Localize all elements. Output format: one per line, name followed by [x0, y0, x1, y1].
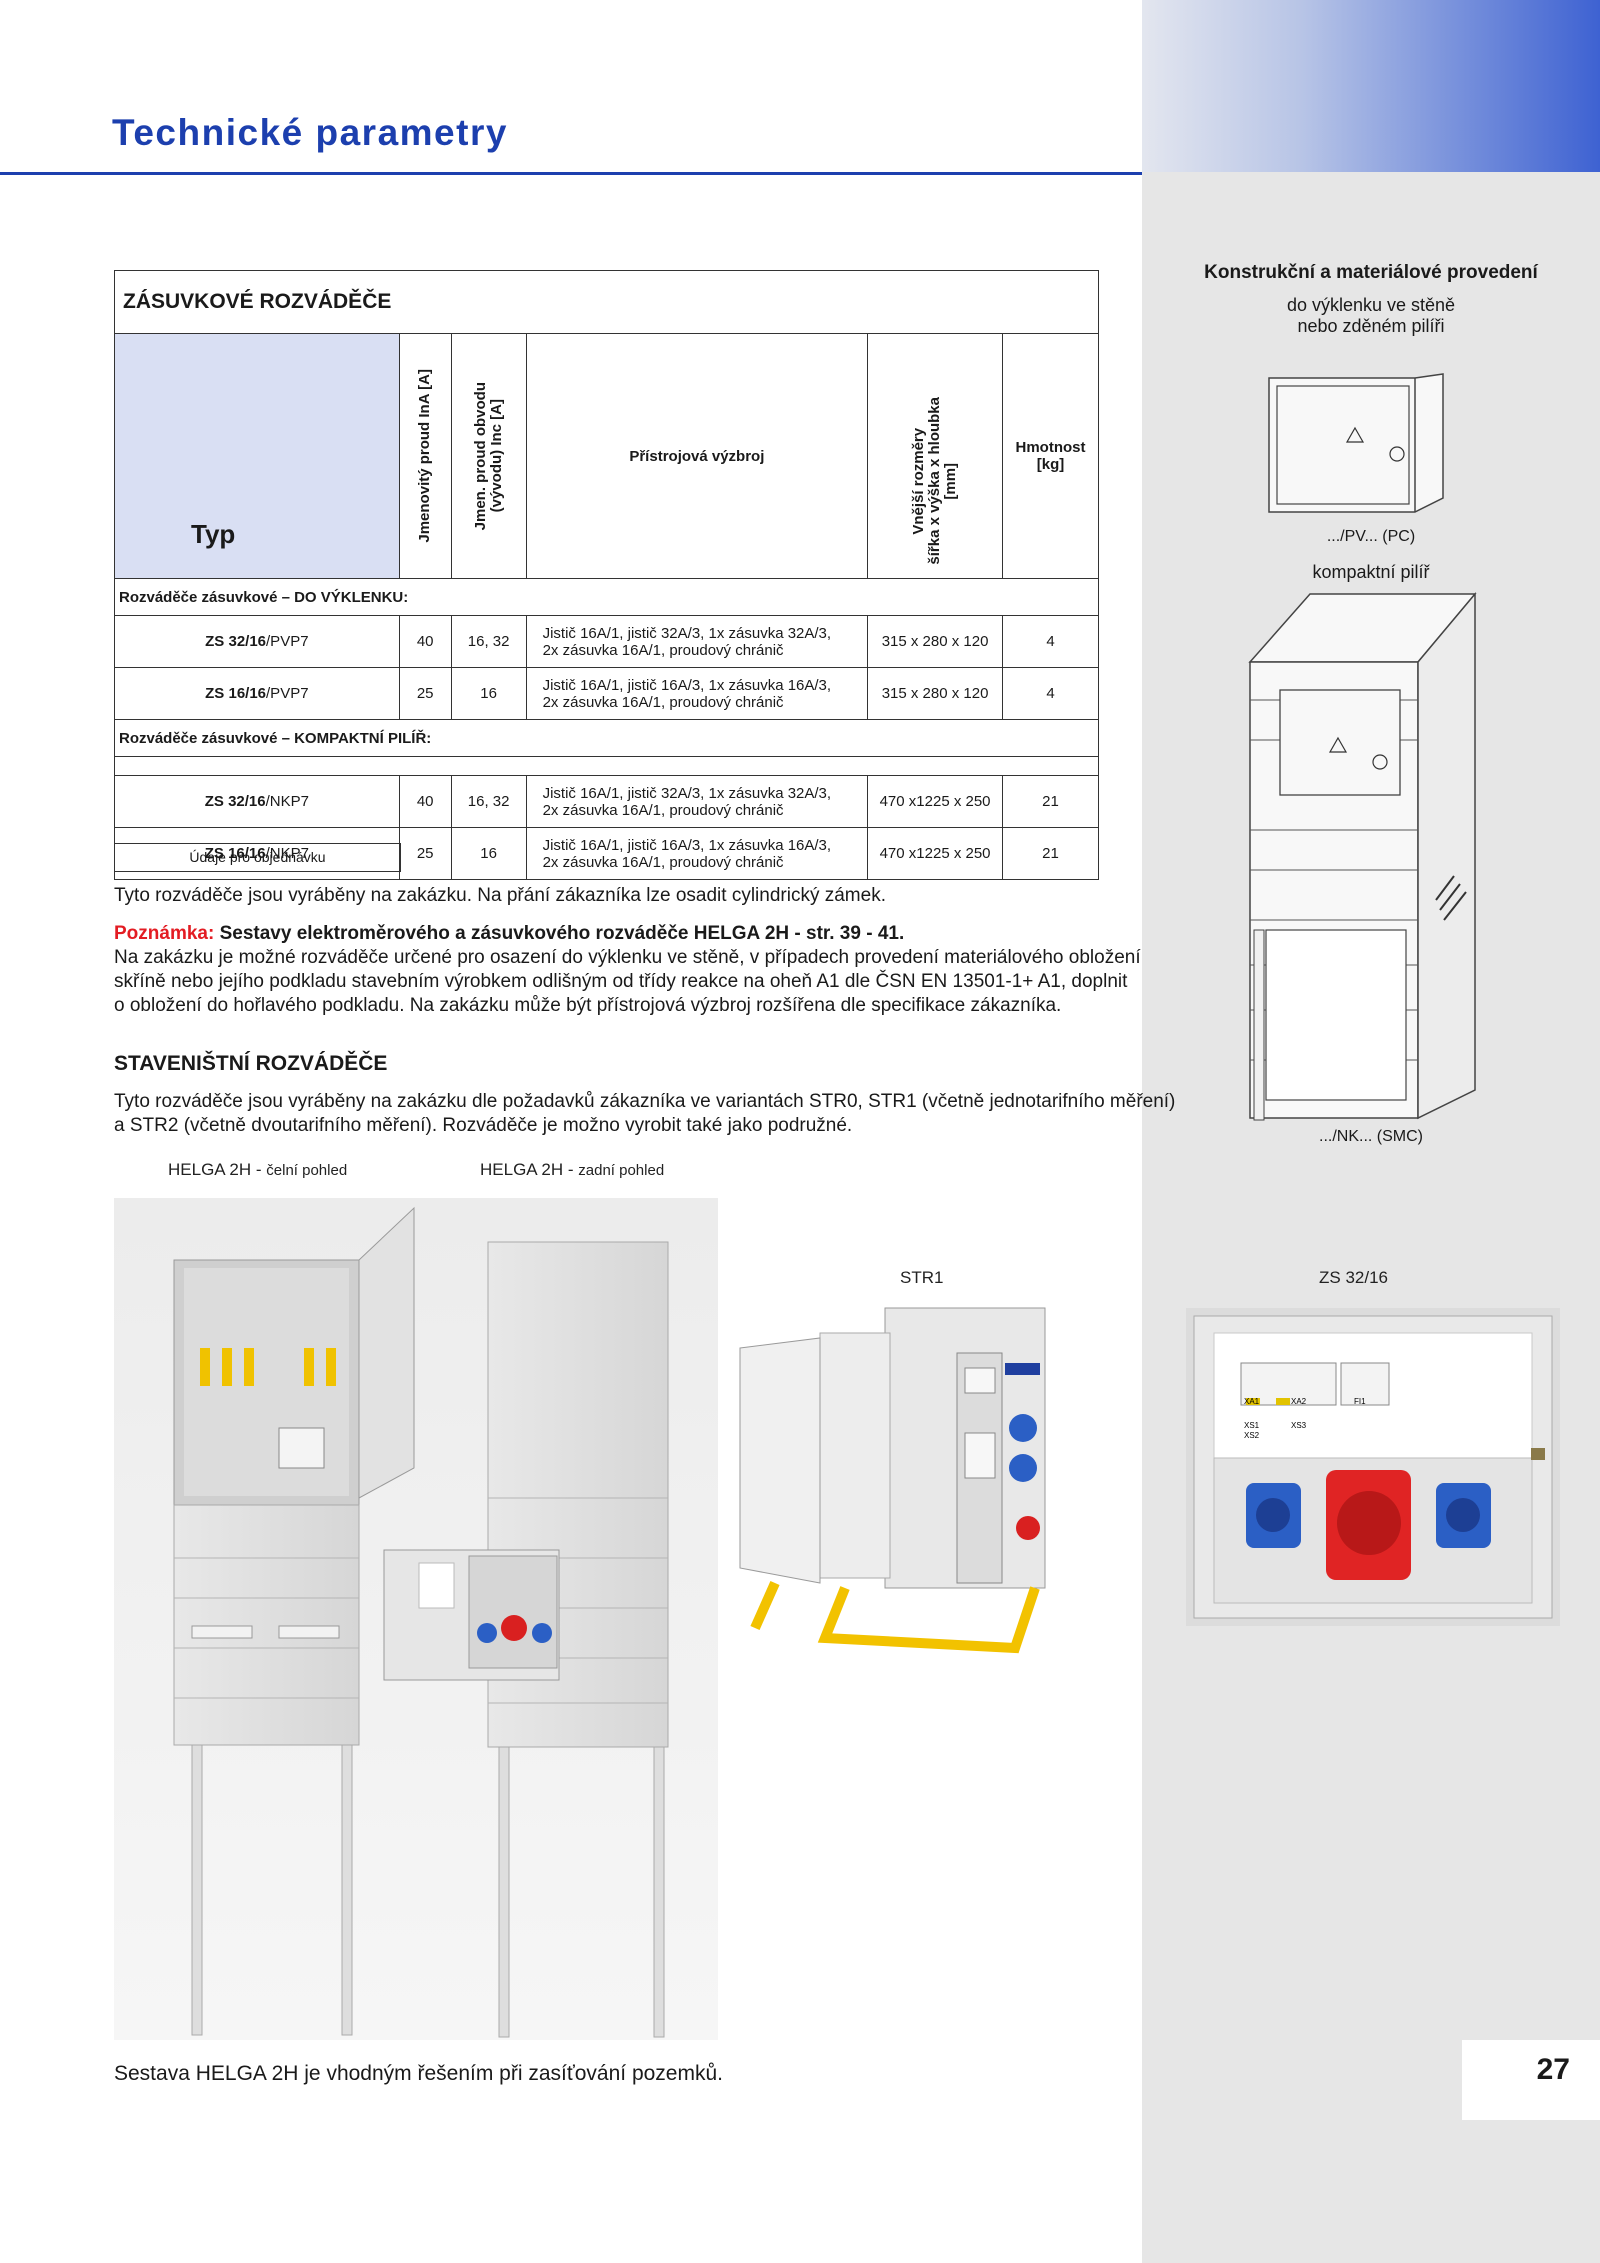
heading-stavenistni: STAVENIŠTNÍ ROZVÁDĚČE	[114, 1052, 388, 1075]
cell-current: 25	[398, 827, 452, 880]
label-xs3: XS3	[1291, 1421, 1307, 1430]
table-row: ZS 32/16/PVP7 40 16, 32 Jistič 16A/1, ji…	[114, 615, 1099, 668]
cell-circuit: 16, 32	[450, 615, 527, 668]
label-xa2: XA2	[1291, 1397, 1307, 1406]
paragraph-1: Tyto rozváděče jsou vyráběny na zakázku.…	[114, 885, 886, 906]
zs-photo: XA1 XA2 FI1 XS1 XS2 XS3	[1186, 1308, 1560, 1626]
header-hmotnost: Hmotnost[kg]	[1002, 333, 1099, 579]
group-label-vyklenek: Rozváděče zásuvkové – DO VÝKLENKU:	[114, 578, 1099, 616]
label-xa1: XA1	[1244, 1397, 1260, 1406]
header-gradient	[1142, 0, 1600, 172]
type-name: ZS 32/16/NKP7	[114, 775, 400, 828]
cell-current: 40	[398, 775, 452, 828]
cell-dims: 315 x 280 x 120	[867, 615, 1003, 668]
caption-zs: ZS 32/16	[1319, 1268, 1388, 1287]
cell-equipment: Jistič 16A/1, jistič 16A/3, 1x zásuvka 1…	[525, 667, 869, 720]
caption-str1: STR1	[900, 1268, 944, 1287]
cell-current: 25	[398, 667, 452, 720]
page-number: 27	[1536, 2053, 1570, 2086]
cell-equipment: Jistič 16A/1, jistič 32A/3, 1x zásuvka 3…	[525, 615, 869, 668]
side-nk-label: .../NK... (SMC)	[1319, 1128, 1423, 1145]
cell-equipment: Jistič 16A/1, jistič 32A/3, 1x zásuvka 3…	[525, 775, 869, 828]
table-row: ZS 32/16/NKP7 40 16, 32 Jistič 16A/1, ji…	[114, 775, 1099, 828]
helga-photo	[114, 1198, 718, 2040]
page-title: Technické parametry	[112, 112, 508, 153]
side-column	[1142, 0, 1600, 2263]
table-caption: ZÁSUVKOVÉ ROZVÁDĚČE	[114, 270, 1099, 334]
header-obvod: Jmen. proud obvodu(vývodu) Inc [A]	[450, 333, 527, 579]
caption-back: HELGA 2H - zadní pohled	[480, 1160, 665, 1179]
order-note: Údaje pro objednávku	[114, 843, 401, 872]
cell-weight: 4	[1002, 615, 1099, 668]
label-fi1: FI1	[1354, 1397, 1366, 1406]
side-pv-label: .../PV... (PC)	[1326, 528, 1416, 545]
label-xs2: XS2	[1244, 1431, 1260, 1440]
cell-weight: 21	[1002, 827, 1099, 880]
header-jmenovity: Jmenovitý proud InA [A]	[398, 333, 452, 579]
group-label-kompakt: Rozváděče zásuvkové – KOMPAKTNÍ PILÍŘ:	[114, 719, 1099, 757]
str1-photo	[739, 1307, 1046, 1654]
cell-current: 40	[398, 615, 452, 668]
cell-circuit: 16	[450, 667, 527, 720]
caption-front: HELGA 2H - čelní pohled	[168, 1160, 348, 1179]
type-name: ZS 32/16/PVP7	[114, 615, 400, 668]
table-row: ZS 16/16/PVP7 25 16 Jistič 16A/1, jistič…	[114, 667, 1099, 720]
cell-circuit: 16	[450, 827, 527, 880]
type-name: ZS 16/16/PVP7	[114, 667, 400, 720]
cell-circuit: 16, 32	[450, 775, 527, 828]
paragraph-2: Na zakázku je možné rozváděče určené pro…	[114, 947, 1141, 1016]
spec-table: ZÁSUVKOVÉ ROZVÁDĚČE Typ Jmenovitý proud …	[114, 270, 1099, 880]
header-vyzbroj: Přístrojová výzbroj	[525, 333, 869, 579]
cell-weight: 4	[1002, 667, 1099, 720]
page-number-box	[1462, 2040, 1600, 2120]
note-line: Poznámka: Sestavy elektroměrového a zásu…	[114, 923, 905, 944]
cell-dims: 470 x1225 x 250	[867, 775, 1003, 828]
cell-dims: 315 x 280 x 120	[867, 667, 1003, 720]
label-xs1: XS1	[1244, 1421, 1260, 1430]
side-title: Konstrukční a materiálové provedení	[1204, 262, 1538, 283]
cell-dims: 470 x1225 x 250	[867, 827, 1003, 880]
nk-pillar-drawing	[1248, 591, 1477, 1121]
cell-equipment: Jistič 16A/1, jistič 16A/3, 1x zásuvka 1…	[525, 827, 869, 880]
side-kompakt-label: kompaktní pilíř	[1312, 562, 1430, 582]
cell-weight: 21	[1002, 775, 1099, 828]
paragraph-3: Tyto rozváděče jsou vyráběny na zakázku …	[114, 1091, 1176, 1136]
title-rule	[0, 172, 1142, 175]
footer-text: Sestava HELGA 2H je vhodným řešením při …	[114, 2062, 723, 2085]
pv-box-drawing	[1268, 373, 1444, 513]
header-typ: Typ	[114, 333, 400, 579]
